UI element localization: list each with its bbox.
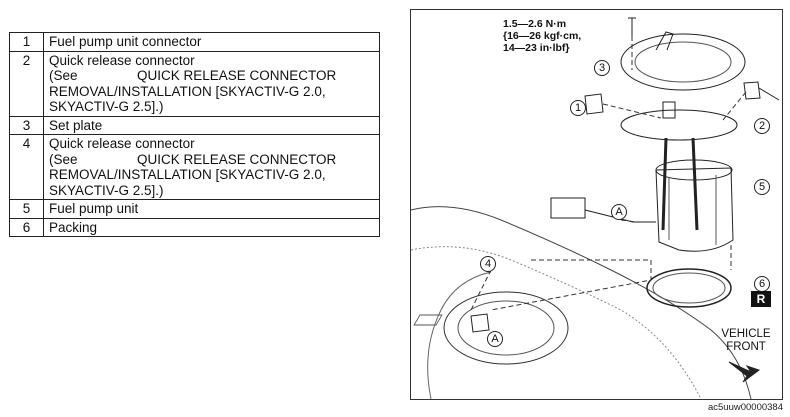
pump-body-top xyxy=(655,159,733,181)
see-word: (See xyxy=(49,151,78,167)
fuel-tank-ridge xyxy=(411,246,702,399)
r-badge: R xyxy=(751,291,771,307)
tank-opening-inner xyxy=(457,300,555,356)
hose-2 xyxy=(758,87,780,101)
callout-6: 6 xyxy=(754,276,770,292)
part-number: 6 xyxy=(9,217,44,237)
set-plate xyxy=(620,33,746,91)
vehicle-front-line: VEHICLE xyxy=(721,328,771,340)
part-number: 3 xyxy=(9,115,44,135)
tank-bracket xyxy=(413,314,443,326)
callout-a: A xyxy=(487,331,503,347)
reference-line: REMOVAL/INSTALLATION [SKYACTIV-G 2.0, xyxy=(49,83,326,99)
table-row: 1 Fuel pump unit connector xyxy=(9,32,380,52)
packing-ring-inner xyxy=(652,272,726,304)
callout-3: 3 xyxy=(594,60,610,76)
part-description: Set plate xyxy=(43,115,380,135)
part-name: Packing xyxy=(49,219,98,235)
vehicle-front-arrow xyxy=(728,361,761,383)
torque-spec: 1.5—2.6 N·m {16—26 kgf·cm, 14—23 in·lbf} xyxy=(503,18,581,54)
connector-2-body xyxy=(743,81,761,100)
see-word: (See xyxy=(49,68,78,83)
torque-inlbf: 14—23 in·lbf} xyxy=(503,42,570,54)
pump-tube-right xyxy=(691,137,699,231)
part-name: Quick release connector xyxy=(49,136,195,151)
pump-body xyxy=(655,167,734,252)
bolt xyxy=(628,17,636,36)
exploded-view-illustration: 1.5—2.6 N·m {16—26 kgf·cm, 14—23 in·lbf}… xyxy=(410,9,783,400)
reference-line: SKYACTIV-G 2.5].) xyxy=(49,99,164,114)
pump-connector-top xyxy=(662,101,676,119)
part-name: Fuel pump unit connector xyxy=(49,34,202,49)
part-number: 2 xyxy=(9,50,44,117)
pump-tube-left xyxy=(661,137,668,231)
reference-link[interactable]: QUICK RELEASE CONNECTOR xyxy=(137,68,337,83)
vehicle-front-line: FRONT xyxy=(726,341,766,353)
table-row: 3 Set plate xyxy=(9,115,380,135)
pump-flange xyxy=(620,109,738,141)
part-description: Fuel pump unit connector xyxy=(43,32,380,52)
tank-opening xyxy=(443,291,569,365)
part-description: Packing xyxy=(43,217,380,237)
reference-link[interactable]: QUICK RELEASE CONNECTOR xyxy=(137,151,337,167)
table-row: 4 Quick release connector (See QUICK RELE… xyxy=(9,134,380,200)
set-plate-inner xyxy=(634,41,732,83)
table-row: 2 Quick release connector (See QUICK RELE… xyxy=(9,50,380,117)
fuel-tank-edge xyxy=(427,271,492,399)
connector-1-body xyxy=(584,93,604,115)
part-number: 1 xyxy=(9,32,44,52)
figure-id: ac5uuw00000384 xyxy=(707,402,783,413)
illustration-drawing xyxy=(411,17,780,399)
part-name: Fuel pump unit xyxy=(49,201,139,216)
packing-ring xyxy=(646,268,732,308)
part-name: Quick release connector xyxy=(49,52,195,68)
table-row: 5 Fuel pump unit xyxy=(9,199,380,219)
alignment-lines xyxy=(470,36,747,311)
callout-1: 1 xyxy=(570,100,586,116)
see-reference: (See QUICK RELEASE CONNECTOR xyxy=(49,68,375,84)
reference-line: SKYACTIV-G 2.5].) xyxy=(49,182,164,198)
part-description: Quick release connector (See QUICK RELEAS… xyxy=(43,50,380,117)
part-name: Set plate xyxy=(49,117,103,133)
parts-table: 1 Fuel pump unit connector 2 Quick relea… xyxy=(9,32,380,237)
callout-2: 2 xyxy=(754,118,770,134)
pump-body-rib xyxy=(668,175,717,245)
sender-float xyxy=(550,197,586,219)
vehicle-front-label: VEHICLE FRONT xyxy=(711,328,781,354)
part-description: Quick release connector (See QUICK RELEAS… xyxy=(43,134,380,200)
callout-5: 5 xyxy=(754,179,770,195)
set-plate-handle xyxy=(655,31,674,51)
callout-4: 4 xyxy=(480,256,496,272)
callout-a: A xyxy=(611,204,627,220)
fuel-tank-outline xyxy=(411,206,752,399)
part-number: 4 xyxy=(9,134,44,200)
part-number: 5 xyxy=(9,199,44,219)
reference-line: REMOVAL/INSTALLATION [SKYACTIV-G 2.0, xyxy=(49,167,326,182)
table-row: 6 Packing xyxy=(9,217,380,237)
part-description: Fuel pump unit xyxy=(43,199,380,219)
see-reference: (See QUICK RELEASE CONNECTOR xyxy=(49,152,375,168)
connector-4-body xyxy=(470,313,490,333)
torque-nm: 1.5—2.6 N·m xyxy=(503,18,567,30)
torque-kgf: {16—26 kgf·cm, xyxy=(503,30,582,42)
